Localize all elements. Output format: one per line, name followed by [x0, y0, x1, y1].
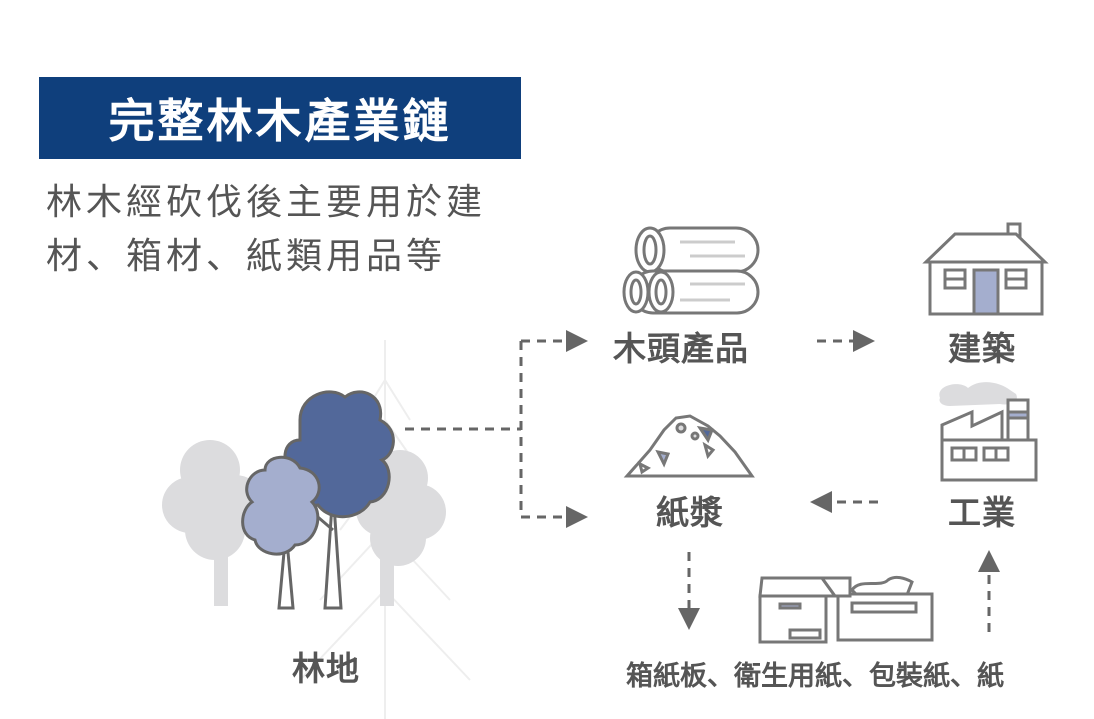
- arrowhead-to-timber: [566, 330, 588, 352]
- pulp-pile-icon: [623, 414, 755, 478]
- paper-products-label: 箱紙板、衛生用紙、包裝紙、紙: [626, 661, 1004, 692]
- arrow-products-to-industry: [978, 550, 1000, 632]
- arrowhead-to-pulp: [566, 506, 588, 528]
- pulp-label: 紙漿: [656, 493, 724, 532]
- arrow-pulp-to-products: [678, 552, 700, 630]
- title-banner: 完整林木產業鏈: [39, 77, 521, 159]
- construction-label: 建築: [948, 329, 1016, 368]
- forest-label: 林地: [292, 649, 360, 688]
- timber-label: 木頭產品: [613, 329, 749, 368]
- trees-icon: [162, 390, 446, 610]
- arrow-timber-to-construction: [817, 330, 875, 352]
- log-pile-icon: [622, 226, 760, 315]
- factory-icon: [939, 382, 1038, 482]
- house-icon: [922, 222, 1049, 316]
- box-and-tissue-icon: [758, 575, 934, 644]
- arrow-industry-to-pulp: [810, 491, 878, 513]
- page-title: 完整林木產業鏈: [108, 94, 452, 148]
- arrow-forest-branch: [405, 339, 568, 519]
- intro-text: 林木經砍伐後主要用於建材、箱材、紙類用品等: [46, 182, 487, 277]
- industry-label: 工業: [948, 493, 1016, 532]
